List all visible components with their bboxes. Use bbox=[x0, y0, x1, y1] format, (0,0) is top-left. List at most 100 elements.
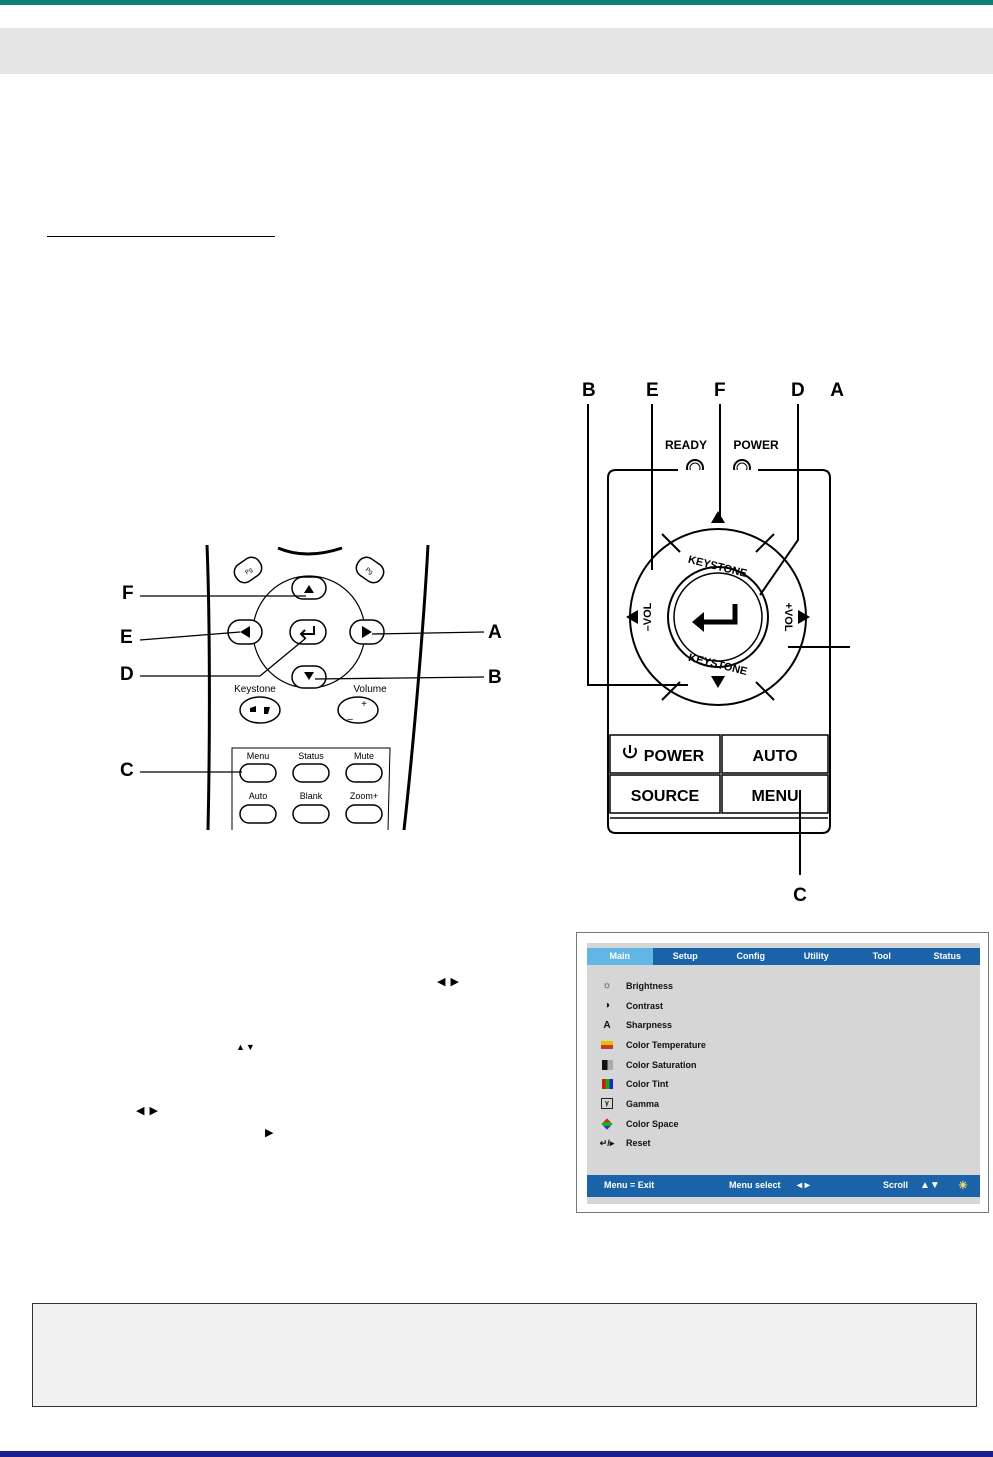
osd-tab-tool[interactable]: Tool bbox=[872, 951, 891, 961]
osd-item-label: Reset bbox=[626, 1138, 651, 1149]
sun-icon: ☼ bbox=[602, 980, 612, 992]
power-symbol-icon bbox=[623, 745, 637, 759]
keypad-menu-button[interactable] bbox=[721, 774, 829, 814]
color-temperature-icon bbox=[597, 1039, 617, 1050]
up-down-icon: ▲▼ bbox=[920, 1180, 940, 1191]
osd-tab-utility[interactable]: Utility bbox=[803, 951, 829, 961]
keystone-up-arrow[interactable] bbox=[711, 511, 725, 523]
sharpness-icon: A bbox=[603, 1019, 611, 1031]
svg-text:+: + bbox=[361, 699, 367, 710]
left-right-icon: ◂ ▸ bbox=[797, 1180, 810, 1191]
osd-item-sharpness[interactable]: A Sharpness bbox=[587, 1015, 980, 1035]
osd-item-label: Sharpness bbox=[626, 1020, 673, 1031]
callout-a: A bbox=[488, 622, 502, 643]
osd-tab-bar: Main Setup Config Utility Tool Status bbox=[587, 948, 980, 965]
osd-item-label: Contrast bbox=[626, 1000, 664, 1011]
ready-led-label: READY bbox=[665, 438, 707, 452]
osd-item-reset[interactable]: ↵/▸ Reset bbox=[587, 1134, 980, 1154]
mute-key-label: Mute bbox=[354, 751, 374, 761]
osd-footer-select: Menu select bbox=[729, 1180, 781, 1190]
osd-tab-config[interactable]: Config bbox=[736, 951, 766, 961]
svg-text:Pg: Pg bbox=[244, 567, 253, 576]
zoom-key-label: Zoom+ bbox=[350, 791, 378, 801]
left-right-arrows-icon: ◀ ▶ bbox=[437, 976, 460, 988]
remote-control-figure: Pg Pg Keystone Volume – + Menu Status Mu… bbox=[120, 544, 502, 831]
osd-footer-exit: Menu = Exit bbox=[604, 1180, 655, 1190]
contrast-icon: ◑ bbox=[603, 1000, 611, 1012]
vol-plus-arrow[interactable] bbox=[798, 610, 810, 624]
keystone-label: Keystone bbox=[234, 684, 276, 695]
status-key-label: Status bbox=[298, 751, 324, 761]
osd-item-contrast[interactable]: ◑ Contrast bbox=[587, 996, 980, 1016]
bulb-icon: ☀ bbox=[958, 1180, 968, 1192]
osd-item-label: Color Saturation bbox=[626, 1059, 697, 1070]
up-down-arrows-icon: ▲▼ bbox=[236, 1042, 256, 1052]
color-saturation-icon bbox=[597, 1059, 617, 1070]
keypad-power-button[interactable] bbox=[609, 734, 721, 774]
osd-item-label: Color Space bbox=[626, 1118, 679, 1129]
keypad-callout-e: E bbox=[646, 380, 659, 401]
keypad-menu-label: MENU bbox=[751, 788, 798, 805]
color-space-icon bbox=[597, 1117, 617, 1130]
bottom-rule bbox=[0, 1451, 993, 1457]
osd-item-label: Gamma bbox=[626, 1098, 660, 1109]
enter-button[interactable] bbox=[289, 619, 327, 645]
keypad-callout-b: B bbox=[582, 380, 596, 401]
osd-item-list: ☼ Brightness ◑ Contrast A Sharpness Colo… bbox=[587, 976, 980, 1153]
callout-b: B bbox=[488, 667, 502, 688]
osd-item-label: Color Temperature bbox=[626, 1039, 706, 1050]
osd-item-color-space[interactable]: Color Space bbox=[587, 1114, 980, 1134]
blank-key[interactable] bbox=[292, 804, 330, 824]
osd-footer-bar: Menu = Exit Menu select ◂ ▸ Scroll ▲▼ ☀ bbox=[587, 1175, 980, 1197]
keypad-power-label: POWER bbox=[644, 748, 705, 765]
auto-key-label: Auto bbox=[249, 791, 268, 801]
osd-item-color-tint[interactable]: Color Tint bbox=[587, 1074, 980, 1094]
callout-f: F bbox=[122, 583, 134, 604]
mute-key[interactable] bbox=[345, 763, 383, 783]
osd-item-label: Color Tint bbox=[626, 1079, 669, 1090]
blank-key-label: Blank bbox=[300, 791, 323, 801]
top-rule bbox=[0, 0, 993, 5]
volume-label: Volume bbox=[353, 684, 387, 695]
zoom-key[interactable] bbox=[345, 804, 383, 824]
osd-menu-screenshot: Main Setup Config Utility Tool Status ☼ … bbox=[576, 932, 989, 1213]
callout-d: D bbox=[120, 664, 134, 685]
menu-key-label: Menu bbox=[247, 751, 270, 761]
menu-key[interactable] bbox=[239, 763, 277, 783]
keypad-callout-f: F bbox=[714, 380, 726, 401]
osd-item-color-temperature[interactable]: Color Temperature bbox=[587, 1035, 980, 1055]
left-right-arrows-icon-2: ◀ ▶ bbox=[136, 1105, 159, 1117]
keypad-auto-button[interactable] bbox=[721, 734, 829, 774]
osd-item-gamma[interactable]: γ Gamma bbox=[587, 1094, 980, 1114]
keystone-down-arrow[interactable] bbox=[711, 676, 725, 688]
right-arrow-icon: ▶ bbox=[265, 1127, 275, 1139]
keypad-source-button[interactable] bbox=[609, 774, 721, 814]
keypad-auto-label: AUTO bbox=[752, 748, 797, 765]
keystone-rocker[interactable] bbox=[239, 696, 281, 724]
note-box bbox=[32, 1303, 977, 1407]
osd-tab-main[interactable]: Main bbox=[587, 948, 653, 965]
volume-rocker[interactable] bbox=[337, 696, 379, 724]
osd-item-label: Brightness bbox=[626, 980, 674, 991]
osd-footer-scroll: Scroll bbox=[883, 1180, 909, 1190]
enter-key[interactable] bbox=[673, 572, 763, 662]
svg-text:Pg: Pg bbox=[364, 567, 373, 576]
color-tint-icon bbox=[597, 1079, 617, 1090]
osd-menu-panel: Main Setup Config Utility Tool Status ☼ … bbox=[587, 943, 980, 1204]
osd-tab-setup[interactable]: Setup bbox=[672, 951, 698, 961]
callout-e: E bbox=[120, 627, 133, 648]
projector-keypad-figure: B E F D A READY POWER KEYSTONE KEYSTONE … bbox=[582, 380, 850, 906]
osd-item-color-saturation[interactable]: Color Saturation bbox=[587, 1055, 980, 1075]
osd-tab-status[interactable]: Status bbox=[933, 951, 961, 961]
keypad-callout-d: D bbox=[791, 380, 805, 401]
status-key[interactable] bbox=[292, 763, 330, 783]
vol-minus-label: –VOL bbox=[642, 602, 654, 631]
gamma-icon: γ bbox=[597, 1098, 617, 1110]
keypad-source-label: SOURCE bbox=[631, 788, 700, 805]
osd-item-brightness[interactable]: ☼ Brightness bbox=[587, 976, 980, 996]
auto-key[interactable] bbox=[239, 804, 277, 824]
keypad-callout-a: A bbox=[830, 380, 844, 401]
vol-minus-arrow[interactable] bbox=[626, 610, 638, 624]
vol-plus-label: +VOL bbox=[782, 602, 794, 631]
power-led-label: POWER bbox=[733, 438, 779, 452]
